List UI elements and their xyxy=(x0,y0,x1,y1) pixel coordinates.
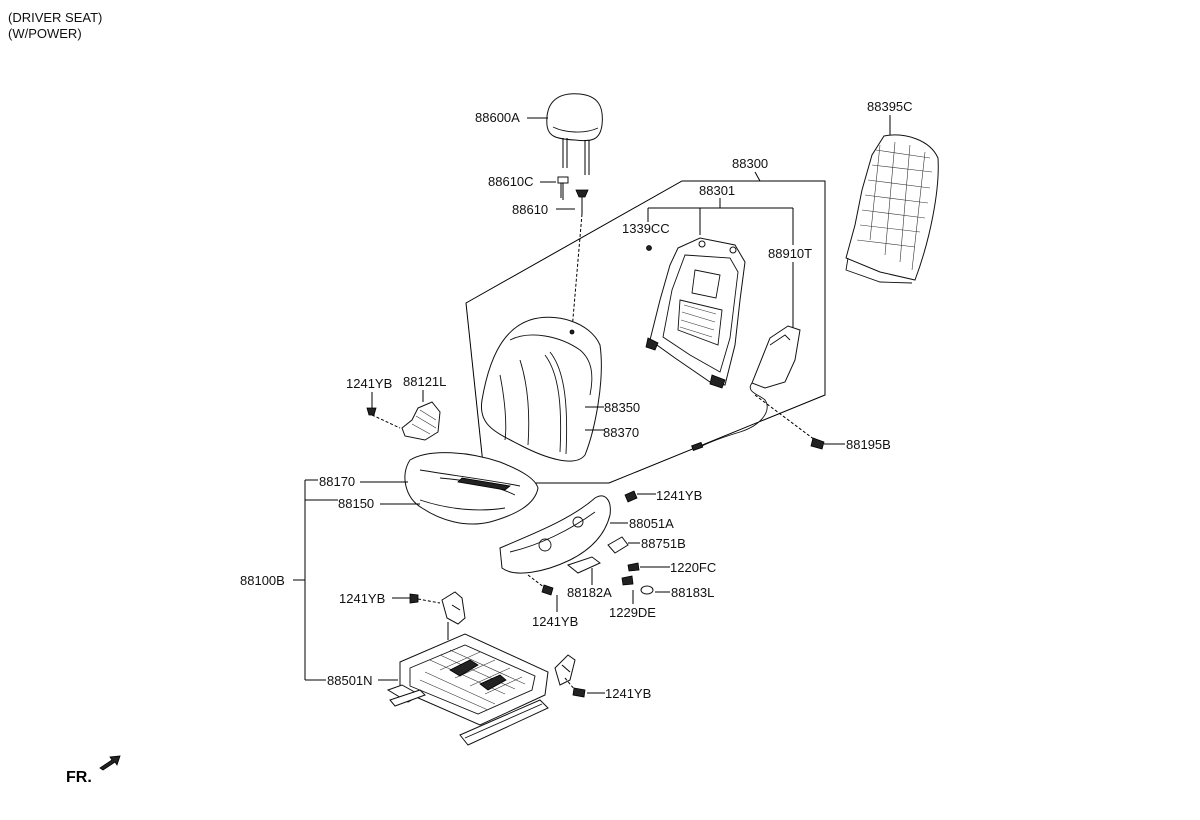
label-88182A[interactable]: 88182A xyxy=(567,585,612,600)
label-1241YB-a[interactable]: 1241YB xyxy=(346,376,392,391)
label-1241YB-d[interactable]: 1241YB xyxy=(339,591,385,606)
label-88501N[interactable]: 88501N xyxy=(327,673,373,688)
front-label: FR. xyxy=(66,769,92,786)
label-88395C[interactable]: 88395C xyxy=(867,99,913,114)
seat-track-frame-88501N[interactable] xyxy=(386,633,549,746)
label-88170[interactable]: 88170 xyxy=(319,474,355,489)
screw-1241YB-b[interactable] xyxy=(624,490,638,503)
label-1339CC[interactable]: 1339CC xyxy=(622,221,670,236)
label-88183L[interactable]: 88183L xyxy=(671,585,714,600)
label-88350[interactable]: 88350 xyxy=(604,400,640,415)
label-88150[interactable]: 88150 xyxy=(338,496,374,511)
front-arrow-icon xyxy=(99,755,121,771)
label-1241YB-b[interactable]: 1241YB xyxy=(656,488,702,503)
screw-1241YB-e[interactable] xyxy=(572,687,586,698)
headrest-guide-88610C[interactable] xyxy=(557,176,569,200)
header-driver-seat: (DRIVER SEAT) xyxy=(8,10,102,25)
seatback-board-88395C[interactable] xyxy=(845,134,939,284)
label-88610[interactable]: 88610 xyxy=(512,202,548,217)
label-1229DE[interactable]: 1229DE xyxy=(609,605,656,620)
screw-1241YB-a[interactable] xyxy=(366,407,401,429)
lumbar-support-88910T[interactable] xyxy=(691,325,801,452)
label-88100B[interactable]: 88100B xyxy=(240,573,285,588)
screw-1220FC[interactable] xyxy=(627,562,640,572)
label-88300[interactable]: 88300 xyxy=(732,156,768,171)
side-shield-88051A[interactable] xyxy=(499,495,611,574)
switch-knob-88182A[interactable] xyxy=(566,556,601,574)
recliner-bracket-right[interactable] xyxy=(554,654,576,686)
screw-1241YB-c[interactable] xyxy=(541,584,554,596)
label-88051A[interactable]: 88051A xyxy=(629,516,674,531)
label-88195B[interactable]: 88195B xyxy=(846,437,891,452)
label-1241YB-c[interactable]: 1241YB xyxy=(532,614,578,629)
bolt-1339CC[interactable] xyxy=(646,245,652,251)
screw-88195B[interactable] xyxy=(810,437,825,450)
label-88910T[interactable]: 88910T xyxy=(768,246,812,261)
trim-cover-88121L[interactable] xyxy=(401,401,441,441)
label-88370[interactable]: 88370 xyxy=(603,425,639,440)
headrest-guide-88610[interactable] xyxy=(575,189,589,214)
seatback-frame[interactable] xyxy=(645,237,746,389)
recliner-bracket[interactable] xyxy=(441,591,466,625)
label-88751B[interactable]: 88751B xyxy=(641,536,686,551)
headrest-part[interactable] xyxy=(546,93,603,175)
knob-88751B[interactable] xyxy=(607,536,629,554)
header-power: (W/POWER) xyxy=(8,26,82,41)
label-88610C[interactable]: 88610C xyxy=(488,174,534,189)
label-88301[interactable]: 88301 xyxy=(699,183,735,198)
label-88121L[interactable]: 88121L xyxy=(403,374,446,389)
label-88600A[interactable]: 88600A xyxy=(475,110,520,125)
label-1220FC[interactable]: 1220FC xyxy=(670,560,716,575)
seat-cushion[interactable] xyxy=(404,452,539,525)
screw-1241YB-d[interactable] xyxy=(409,593,441,604)
seatback-cushion[interactable] xyxy=(480,316,602,462)
screw-1229DE[interactable] xyxy=(621,575,634,586)
cap-88183L[interactable] xyxy=(640,585,654,595)
label-1241YB-e[interactable]: 1241YB xyxy=(605,686,651,701)
